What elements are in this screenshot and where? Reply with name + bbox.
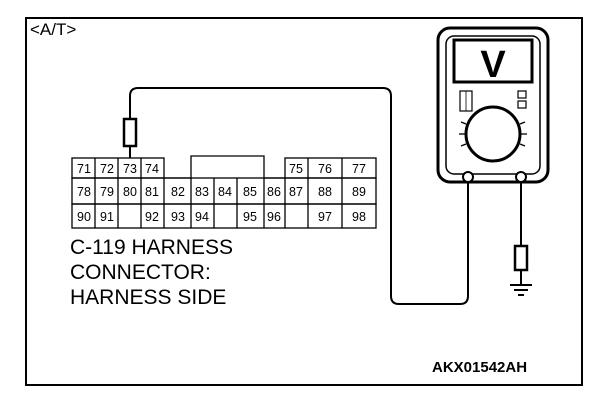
pin-96: 96 bbox=[267, 210, 281, 224]
pin-78: 78 bbox=[77, 185, 91, 199]
pin-98: 98 bbox=[352, 210, 366, 224]
pin-76: 76 bbox=[318, 162, 332, 176]
pin-85: 85 bbox=[243, 185, 257, 199]
pin-75: 75 bbox=[289, 162, 303, 176]
probe-pin-73 bbox=[122, 117, 138, 158]
test-lead-wire bbox=[129, 87, 469, 305]
ground-icon bbox=[510, 284, 532, 296]
pin-72: 72 bbox=[100, 162, 114, 176]
pin-79: 79 bbox=[100, 185, 114, 199]
pin-91: 91 bbox=[100, 210, 114, 224]
pin-87: 87 bbox=[289, 185, 303, 199]
pin-74: 74 bbox=[145, 162, 159, 176]
pin-71: 71 bbox=[77, 162, 91, 176]
pin-86: 86 bbox=[267, 185, 281, 199]
connector-caption-line-2: CONNECTOR: bbox=[70, 261, 211, 284]
pin-94: 94 bbox=[195, 210, 209, 224]
pin-95: 95 bbox=[243, 210, 257, 224]
pin-81: 81 bbox=[145, 185, 159, 199]
connector-body bbox=[71, 155, 377, 229]
section-tag: <A/T> bbox=[30, 20, 77, 39]
diagram-frame bbox=[25, 17, 583, 386]
connector-caption-line-3: HARNESS SIDE bbox=[70, 286, 227, 309]
pin-88: 88 bbox=[318, 185, 332, 199]
figure-code: AKX01542AH bbox=[432, 359, 528, 376]
ground-lead bbox=[513, 182, 529, 285]
meter-display: V bbox=[480, 44, 506, 86]
pin-73: 73 bbox=[123, 162, 137, 176]
pin-84: 84 bbox=[218, 185, 232, 199]
pin-93: 93 bbox=[171, 210, 185, 224]
pin-82: 82 bbox=[171, 185, 185, 199]
pin-90: 90 bbox=[77, 210, 91, 224]
pin-77: 77 bbox=[352, 162, 366, 176]
pin-92: 92 bbox=[145, 210, 159, 224]
pin-83: 83 bbox=[195, 185, 209, 199]
pin-89: 89 bbox=[352, 185, 366, 199]
pin-97: 97 bbox=[318, 210, 332, 224]
multimeter: V bbox=[436, 26, 550, 184]
connector-caption-line-1: C-119 HARNESS bbox=[70, 236, 233, 259]
pin-80: 80 bbox=[123, 185, 137, 199]
